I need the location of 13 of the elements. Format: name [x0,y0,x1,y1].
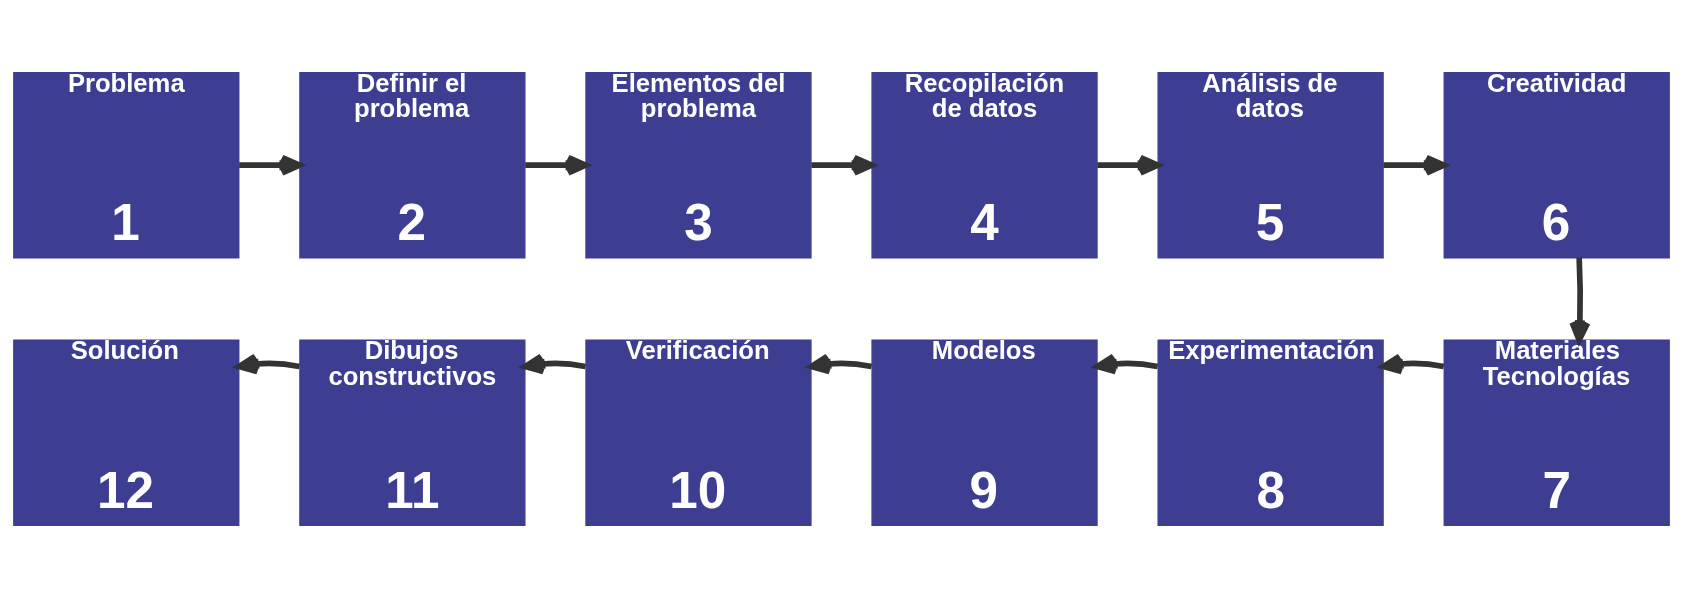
node-box: Creatividad 6 [1443,72,1670,259]
node-box: Problema 1 [13,72,240,259]
node-box: Elementos del problema 3 [585,72,812,259]
node-box: Modelos 9 [871,339,1098,526]
node-box: Materiales Tecnologías 7 [1443,339,1670,526]
node-box: Análisis de datos 5 [1157,72,1384,259]
arrow [239,154,303,176]
node-box: Solución 12 [13,339,240,526]
node-box: Definir el problema 2 [299,72,526,259]
node-box: Recopilación de datos 4 [871,72,1098,259]
node-box: Experimentación 8 [1157,339,1384,526]
node-box: Dibujos constructivos 11 [299,339,526,526]
node-box: Verificación 10 [585,339,812,526]
